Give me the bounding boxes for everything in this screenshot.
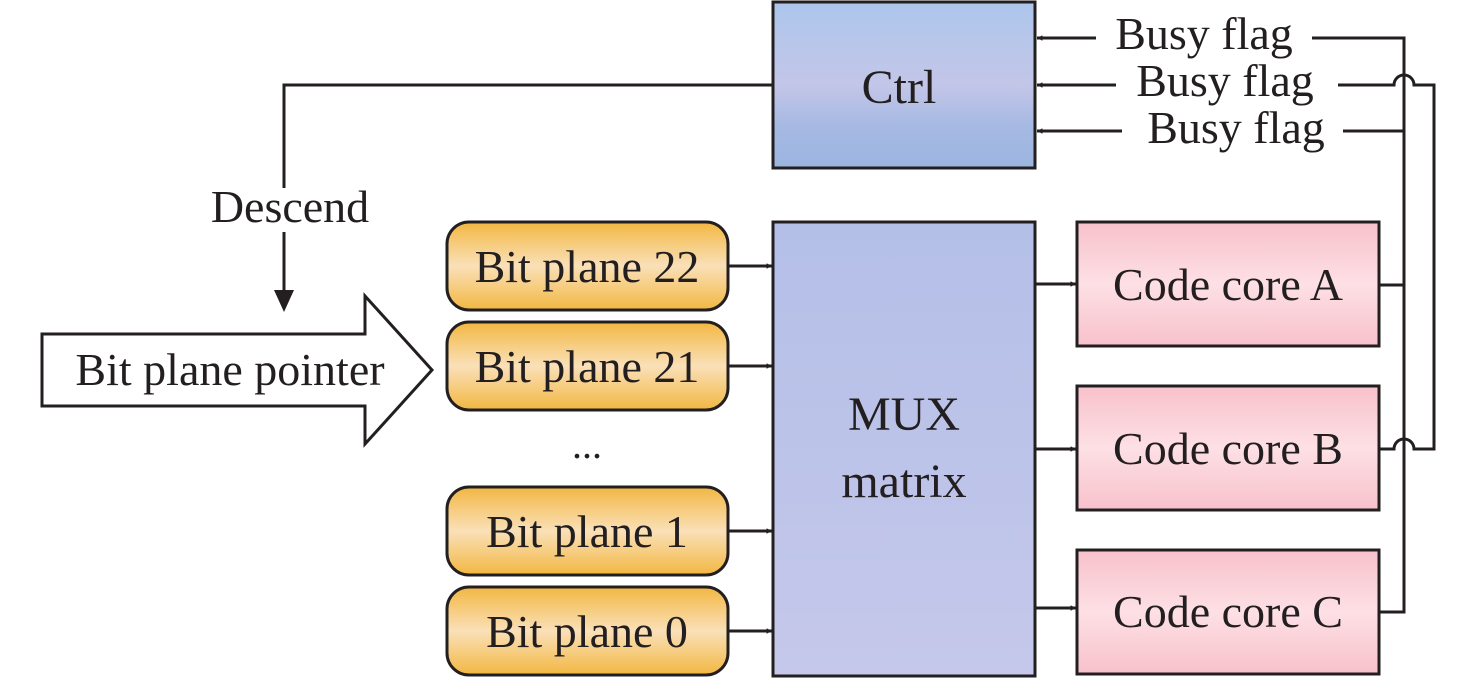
bit-plane-pointer: Bit plane pointer	[40, 292, 435, 448]
bitplane-to-mux-arrows	[728, 263, 772, 634]
bit-plane-label: Bit plane 1	[486, 506, 688, 557]
code-core-label: Code core C	[1113, 586, 1343, 637]
ctrl-block: Ctrl	[771, 0, 1037, 170]
busy-flag-label-3: Busy flag	[1147, 102, 1325, 153]
ctrl-label: Ctrl	[862, 61, 937, 114]
mux-label-line1: MUX	[848, 388, 960, 441]
busy-bus-main	[1312, 36, 1406, 614]
descend-arrowhead-icon	[274, 290, 294, 312]
code-core-b: Code core B	[1075, 384, 1381, 512]
pointer-arrow-shape	[40, 292, 435, 448]
bit-plane-label: Bit plane 0	[486, 606, 688, 657]
bit-plane-label: Bit plane 22	[475, 241, 700, 292]
code-core-label: Code core A	[1113, 259, 1343, 310]
ellipsis: ...	[572, 422, 602, 467]
busy-flag-label-2: Busy flag	[1136, 55, 1314, 106]
mux-matrix: MUX matrix	[771, 220, 1037, 678]
busy-flag-label-1: Busy flag	[1115, 8, 1293, 59]
bit-plane-1: Bit plane 1	[445, 485, 730, 577]
descend-connector: Descend	[211, 83, 773, 312]
mux-to-core-arrows	[1035, 281, 1076, 611]
bit-plane-label: Bit plane 21	[475, 341, 700, 392]
descend-line-upper	[282, 83, 773, 188]
code-core-a: Code core A	[1075, 220, 1381, 348]
busy-flag-arrows	[1037, 35, 1122, 134]
code-core-c: Code core C	[1075, 548, 1381, 676]
busy-bus-core-b	[1338, 73, 1436, 451]
mux-label-line2: matrix	[841, 455, 966, 508]
descend-label: Descend	[211, 181, 369, 232]
bit-plane-22: Bit plane 22	[445, 220, 730, 312]
bit-plane-0: Bit plane 0	[445, 585, 730, 677]
pointer-label: Bit plane pointer	[75, 344, 384, 395]
bit-plane-21: Bit plane 21	[445, 320, 730, 412]
busy-flag-wiring	[1312, 36, 1436, 614]
code-core-label: Code core B	[1113, 423, 1343, 474]
